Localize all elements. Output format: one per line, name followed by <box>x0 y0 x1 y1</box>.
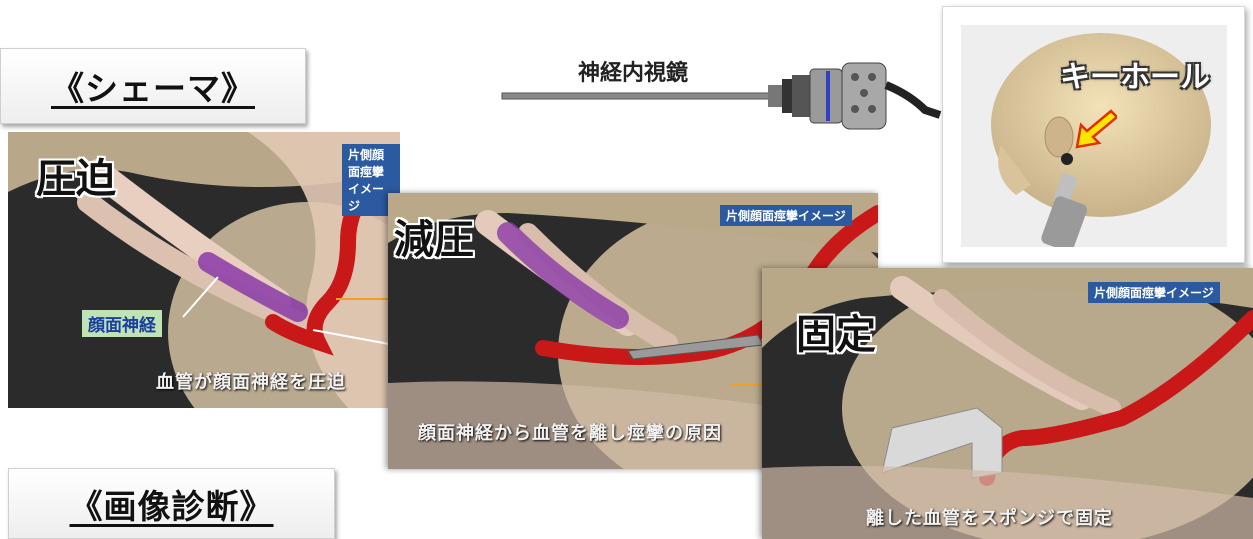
decompression-title: 減圧 <box>394 217 474 263</box>
decompression-caption: 顔面神経から血管を離し痙攣の原因 <box>418 423 722 444</box>
facial-nerve-label: 顔面神経 <box>82 310 162 337</box>
fixation-title: 固定 <box>796 312 876 358</box>
imaging-section-label: 《画像診断》 <box>8 468 335 539</box>
fixation-caption: 離した血管をスポンジで固定 <box>866 508 1113 529</box>
compression-title: 圧迫 <box>36 156 116 202</box>
endoscope-label: 神経内視鏡 <box>578 61 689 86</box>
keyhole-figure <box>942 6 1245 263</box>
decompression-tag: 片側顔面痙攣イメージ <box>720 205 852 226</box>
keyhole-label: キーホール <box>1060 60 1210 95</box>
schema-label-text: 《シェーマ》 <box>51 69 255 108</box>
endoscope-illustration <box>501 62 942 130</box>
yellow-arrow-icon <box>1075 109 1117 149</box>
panel-fixation: 固定 片側顔面痙攣イメージ 離した血管をスポンジで固定 <box>762 268 1253 539</box>
imaging-label-text: 《画像診断》 <box>69 486 274 526</box>
fixation-illustration <box>762 268 1253 539</box>
compression-caption: 血管が顔面神経を圧迫 <box>156 372 346 393</box>
panel-compression: 圧迫 片側顔面痙攣イメージ 顔面神経 血管が顔面神経を圧迫 <box>8 132 400 408</box>
fixation-tag: 片側顔面痙攣イメージ <box>1088 282 1220 303</box>
schema-section-label: 《シェーマ》 <box>0 48 306 124</box>
